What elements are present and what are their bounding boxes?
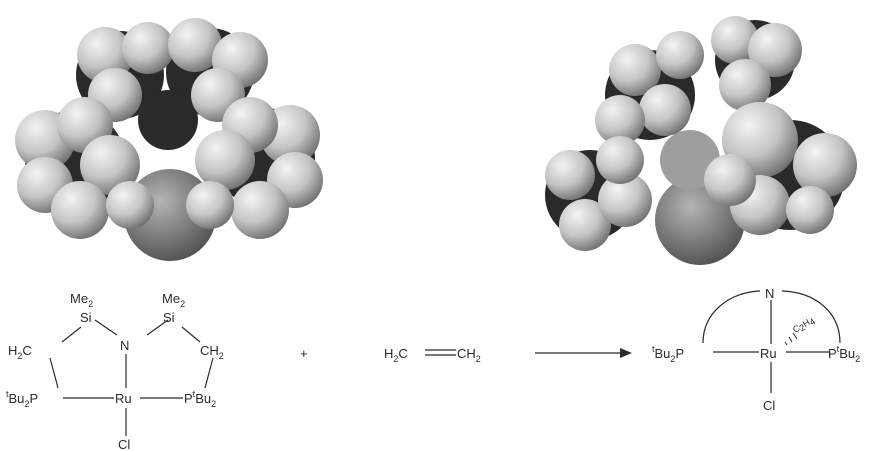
si-left-label: Si <box>80 310 92 325</box>
space-filling-model-product <box>545 16 857 265</box>
ethylene-right-label: CH2 <box>457 346 481 364</box>
ch2-left-label: H2C <box>8 343 32 361</box>
product-structure: N tBu2P Ru C2H4 PtBu2 Cl <box>652 286 860 413</box>
product-p-right-label: PtBu2 <box>828 344 860 364</box>
si-left-methyl-label: Me2 <box>70 291 93 309</box>
product-cl-label: Cl <box>763 398 775 413</box>
ch2-right-label: CH2 <box>200 343 224 361</box>
ethylene-structure: H2C CH2 <box>384 346 481 364</box>
p-left-label: tBu2P <box>6 389 38 409</box>
reaction-arrow <box>535 348 632 358</box>
product-n-label: N <box>765 286 774 301</box>
plus-sign: + <box>300 346 308 361</box>
ru-label: Ru <box>115 391 132 406</box>
p-right-label: PtBu2 <box>184 389 216 409</box>
si-right-label: Si <box>163 310 175 325</box>
ethylene-left-label: H2C <box>384 346 408 364</box>
ethylene-ligand-label: C2H4 <box>791 315 817 337</box>
n-label: N <box>120 338 129 353</box>
product-ru-label: Ru <box>760 346 777 361</box>
hashed-wedge-bond <box>784 332 798 346</box>
reactant-structure: Me2 Si Me2 Si N H2C CH2 tBu2P Ru PtBu2 C… <box>6 291 224 451</box>
space-filling-model-reactant <box>15 18 323 261</box>
cl-label: Cl <box>118 437 130 451</box>
product-p-left-label: tBu2P <box>652 344 684 364</box>
si-right-methyl-label: Me2 <box>162 291 185 309</box>
